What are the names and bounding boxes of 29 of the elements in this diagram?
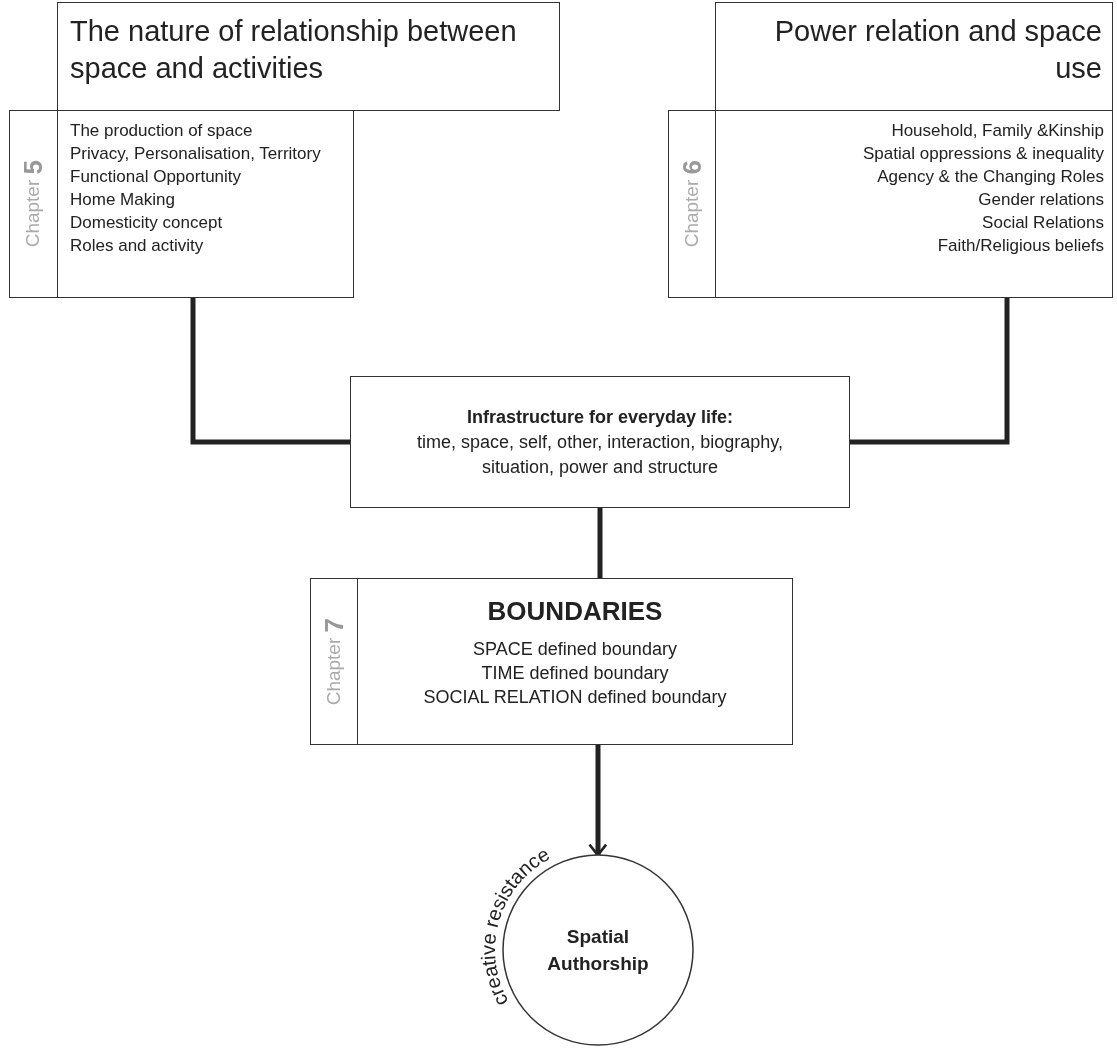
list-item: Agency & the Changing Roles bbox=[877, 166, 1104, 188]
chapter-label: Chapter 5 bbox=[18, 160, 49, 248]
heading-box: The nature of relationship between space and activities bbox=[57, 2, 560, 111]
arrow bbox=[588, 745, 608, 857]
list-item: Roles and activity bbox=[70, 235, 204, 257]
chapter-label: Chapter 6 bbox=[676, 160, 708, 248]
list-item: Social Relations bbox=[982, 212, 1104, 234]
list-item: Spatial oppressions & inequality bbox=[863, 143, 1104, 165]
connector-line bbox=[190, 298, 350, 445]
box-text: SOCIAL RELATION defined boundary bbox=[423, 686, 727, 709]
box-heading: BOUNDARIES bbox=[487, 595, 663, 628]
box-text: TIME defined boundary bbox=[481, 662, 669, 685]
box-text: SPACE defined boundary bbox=[473, 638, 677, 661]
list-item: Domesticity concept bbox=[70, 212, 223, 234]
connector-line bbox=[850, 298, 1010, 445]
chapter-label: Chapter 7 bbox=[318, 617, 350, 706]
box-heading: Infrastructure for everyday life: bbox=[466, 405, 734, 429]
list-item: Functional Opportunity bbox=[70, 166, 242, 188]
circle-text: Spatial Authorship bbox=[547, 926, 650, 976]
heading-box: Power relation and space use bbox=[715, 2, 1113, 111]
list-item: Household, Family &Kinship bbox=[891, 120, 1104, 142]
list-item: Home Making bbox=[70, 189, 175, 211]
box-text: time, space, self, other, interaction, biography, situation, power and structure bbox=[416, 430, 784, 479]
list-item: Faith/Religious beliefs bbox=[937, 235, 1104, 257]
list-item: Privacy, Personalisation, Territory bbox=[70, 143, 321, 165]
list-item: Gender relations bbox=[978, 189, 1104, 211]
process-box bbox=[350, 376, 850, 508]
connector-line bbox=[597, 508, 603, 578]
list-item: The production of space bbox=[70, 120, 253, 142]
